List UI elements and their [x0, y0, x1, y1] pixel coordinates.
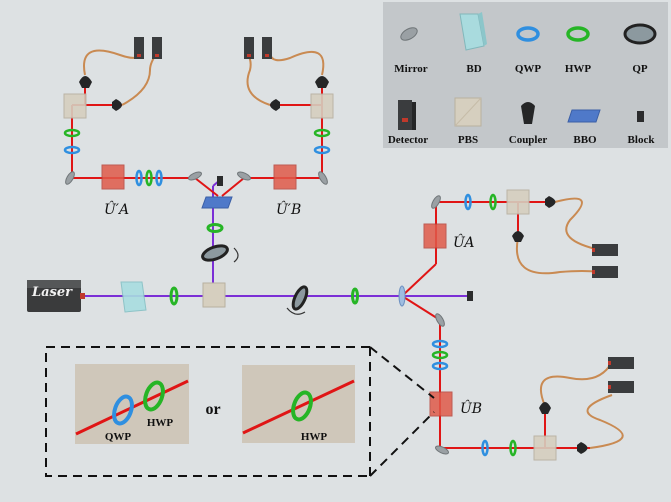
pbs-pump	[202, 282, 226, 308]
beam-displacer	[120, 281, 147, 313]
detectors-top-left	[134, 37, 162, 59]
inset-or-label: or	[205, 401, 220, 418]
quartz-plate-vertical	[201, 244, 229, 262]
mirror-dichroic	[398, 285, 406, 307]
bbo-crystal	[201, 196, 233, 209]
unitary-box-ub	[429, 391, 453, 417]
qwp-right-upper	[464, 193, 472, 211]
waveplates-right-lower	[431, 339, 449, 371]
pbs-right-lower	[533, 435, 557, 461]
legend-detector-label: Detector	[388, 134, 428, 146]
block-pump	[467, 291, 473, 301]
unitary-label-ua: ÛA	[453, 233, 474, 251]
legend-qwp-label: QWP	[515, 63, 542, 75]
laser-label: Laser	[31, 285, 73, 300]
pbs-top-left	[63, 93, 87, 119]
legend-bbo-label: BBO	[573, 134, 597, 146]
coupler-right-upper-1	[545, 196, 556, 208]
hwp-icon	[566, 26, 590, 42]
coupler-right-lower-2	[539, 402, 551, 414]
detectors-right-upper	[592, 244, 618, 278]
hwp-right-lower	[509, 439, 517, 457]
hwp-pump	[169, 286, 179, 306]
waveplates-top	[135, 169, 163, 187]
pbs-right-upper	[506, 189, 530, 215]
quartz-plate-pump	[291, 285, 309, 311]
qwp-right-lower	[481, 439, 489, 457]
inset-box	[45, 346, 435, 477]
inset-hwp-right-label: HWP	[301, 431, 328, 443]
coupler-icon	[521, 102, 535, 124]
legend-pbs-label: PBS	[458, 134, 478, 146]
coupler-top-left-1	[79, 76, 92, 88]
detector-icon	[398, 100, 416, 130]
mirror-top-left	[65, 171, 75, 185]
coupler-top-right-2	[270, 99, 280, 111]
rotation-arrow-pump	[286, 307, 306, 315]
beam-displacer-icon	[459, 12, 487, 51]
quartz-plate-icon	[623, 23, 657, 45]
mirror-right-upper	[431, 195, 441, 209]
qwp-icon	[516, 26, 540, 42]
waveplates-left-vertical	[63, 128, 81, 155]
unitary-label-ub-prime: Û′B	[276, 200, 301, 218]
legend-block-label: Block	[628, 134, 656, 146]
unitary-label-ua-prime: Û′A	[104, 200, 129, 218]
bbo-icon	[567, 109, 601, 123]
inset-left-panel	[75, 364, 189, 444]
unitary-label-ub: ÛB	[460, 399, 482, 417]
legend-bd-label: BD	[466, 63, 481, 75]
coupler-right-lower-1	[577, 442, 588, 454]
hwp-right-upper	[489, 193, 497, 211]
rotation-arrow-vertical	[233, 247, 239, 263]
legend-hwp-label: HWP	[565, 63, 592, 75]
hwp-pump-2	[351, 287, 359, 305]
block-icon	[637, 111, 644, 122]
unitary-box-ua	[423, 223, 447, 249]
detectors-top-right	[244, 37, 272, 59]
detectors-right-lower	[608, 357, 634, 393]
mirror-top-2	[237, 171, 251, 181]
legend-panel: Mirror BD QWP HWP QP Detector PBS Cou	[383, 2, 668, 148]
mirror-icon	[400, 27, 418, 41]
coupler-top-right-1	[315, 76, 329, 88]
hwp-vertical	[206, 223, 224, 233]
unitary-box-ub-prime	[273, 164, 297, 190]
block-top	[217, 176, 223, 186]
inset-qwp-label: QWP	[105, 431, 132, 443]
pump-beam	[80, 179, 470, 297]
inset-hwp-left-label: HWP	[147, 417, 174, 429]
pbs-top-right	[310, 93, 334, 119]
mirror-top-1	[188, 171, 202, 181]
pbs-icon	[454, 97, 482, 127]
legend-coupler-label: Coupler	[509, 134, 548, 146]
legend-mirror-label: Mirror	[394, 63, 428, 75]
legend-qp-label: QP	[632, 63, 648, 75]
coupler-top-left-2	[112, 99, 122, 111]
laser-icon	[27, 280, 85, 312]
coupler-right-upper-2	[512, 231, 524, 242]
unitary-box-ua-prime	[101, 164, 125, 190]
mirror-right-lower-top	[435, 313, 445, 327]
mirror-top-right	[318, 171, 328, 185]
inset-right-panel	[242, 365, 355, 443]
waveplates-right-vertical	[313, 128, 331, 155]
mirror-right-lower-bottom	[435, 445, 449, 455]
